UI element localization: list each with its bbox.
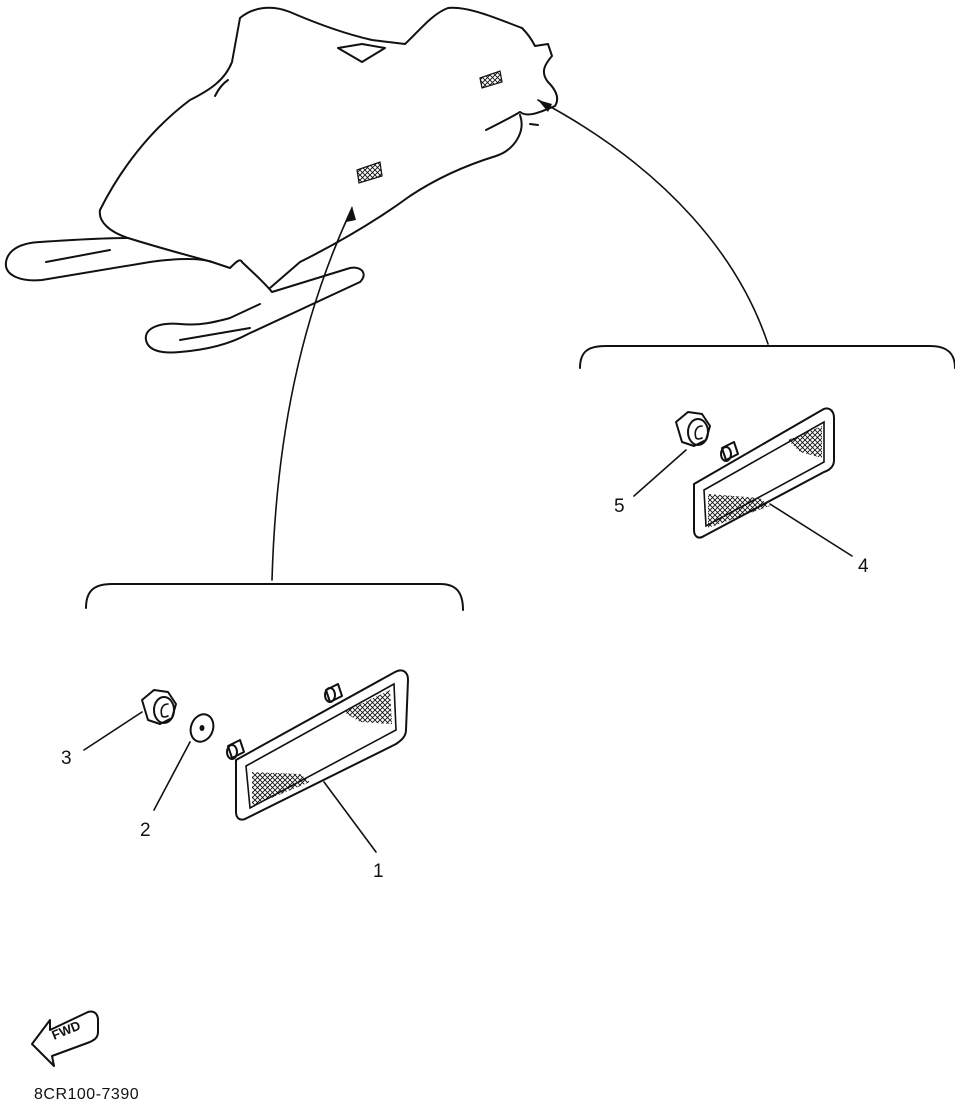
diagram-code: 8CR100-7390 — [34, 1086, 140, 1103]
callout-1: 1 — [373, 861, 384, 882]
nut-part-5 — [675, 411, 711, 447]
callout-leaders — [83, 449, 853, 853]
leader-lines — [271, 99, 769, 581]
callout-2: 2 — [140, 820, 151, 841]
callout-3: 3 — [61, 748, 72, 769]
callout-5: 5 — [614, 496, 625, 517]
snowmobile-outline — [4, 6, 559, 354]
reflector-part-4 — [693, 407, 835, 539]
fwd-label: FWD — [50, 1018, 83, 1043]
reflector-part-1 — [226, 669, 409, 821]
nut-part-3 — [141, 689, 177, 725]
bracket-lower-group — [85, 583, 464, 611]
callout-4: 4 — [858, 556, 869, 577]
fwd-arrow-icon: FWD — [31, 1010, 99, 1067]
washer-part-2 — [189, 713, 215, 743]
bracket-upper-group — [579, 345, 955, 369]
